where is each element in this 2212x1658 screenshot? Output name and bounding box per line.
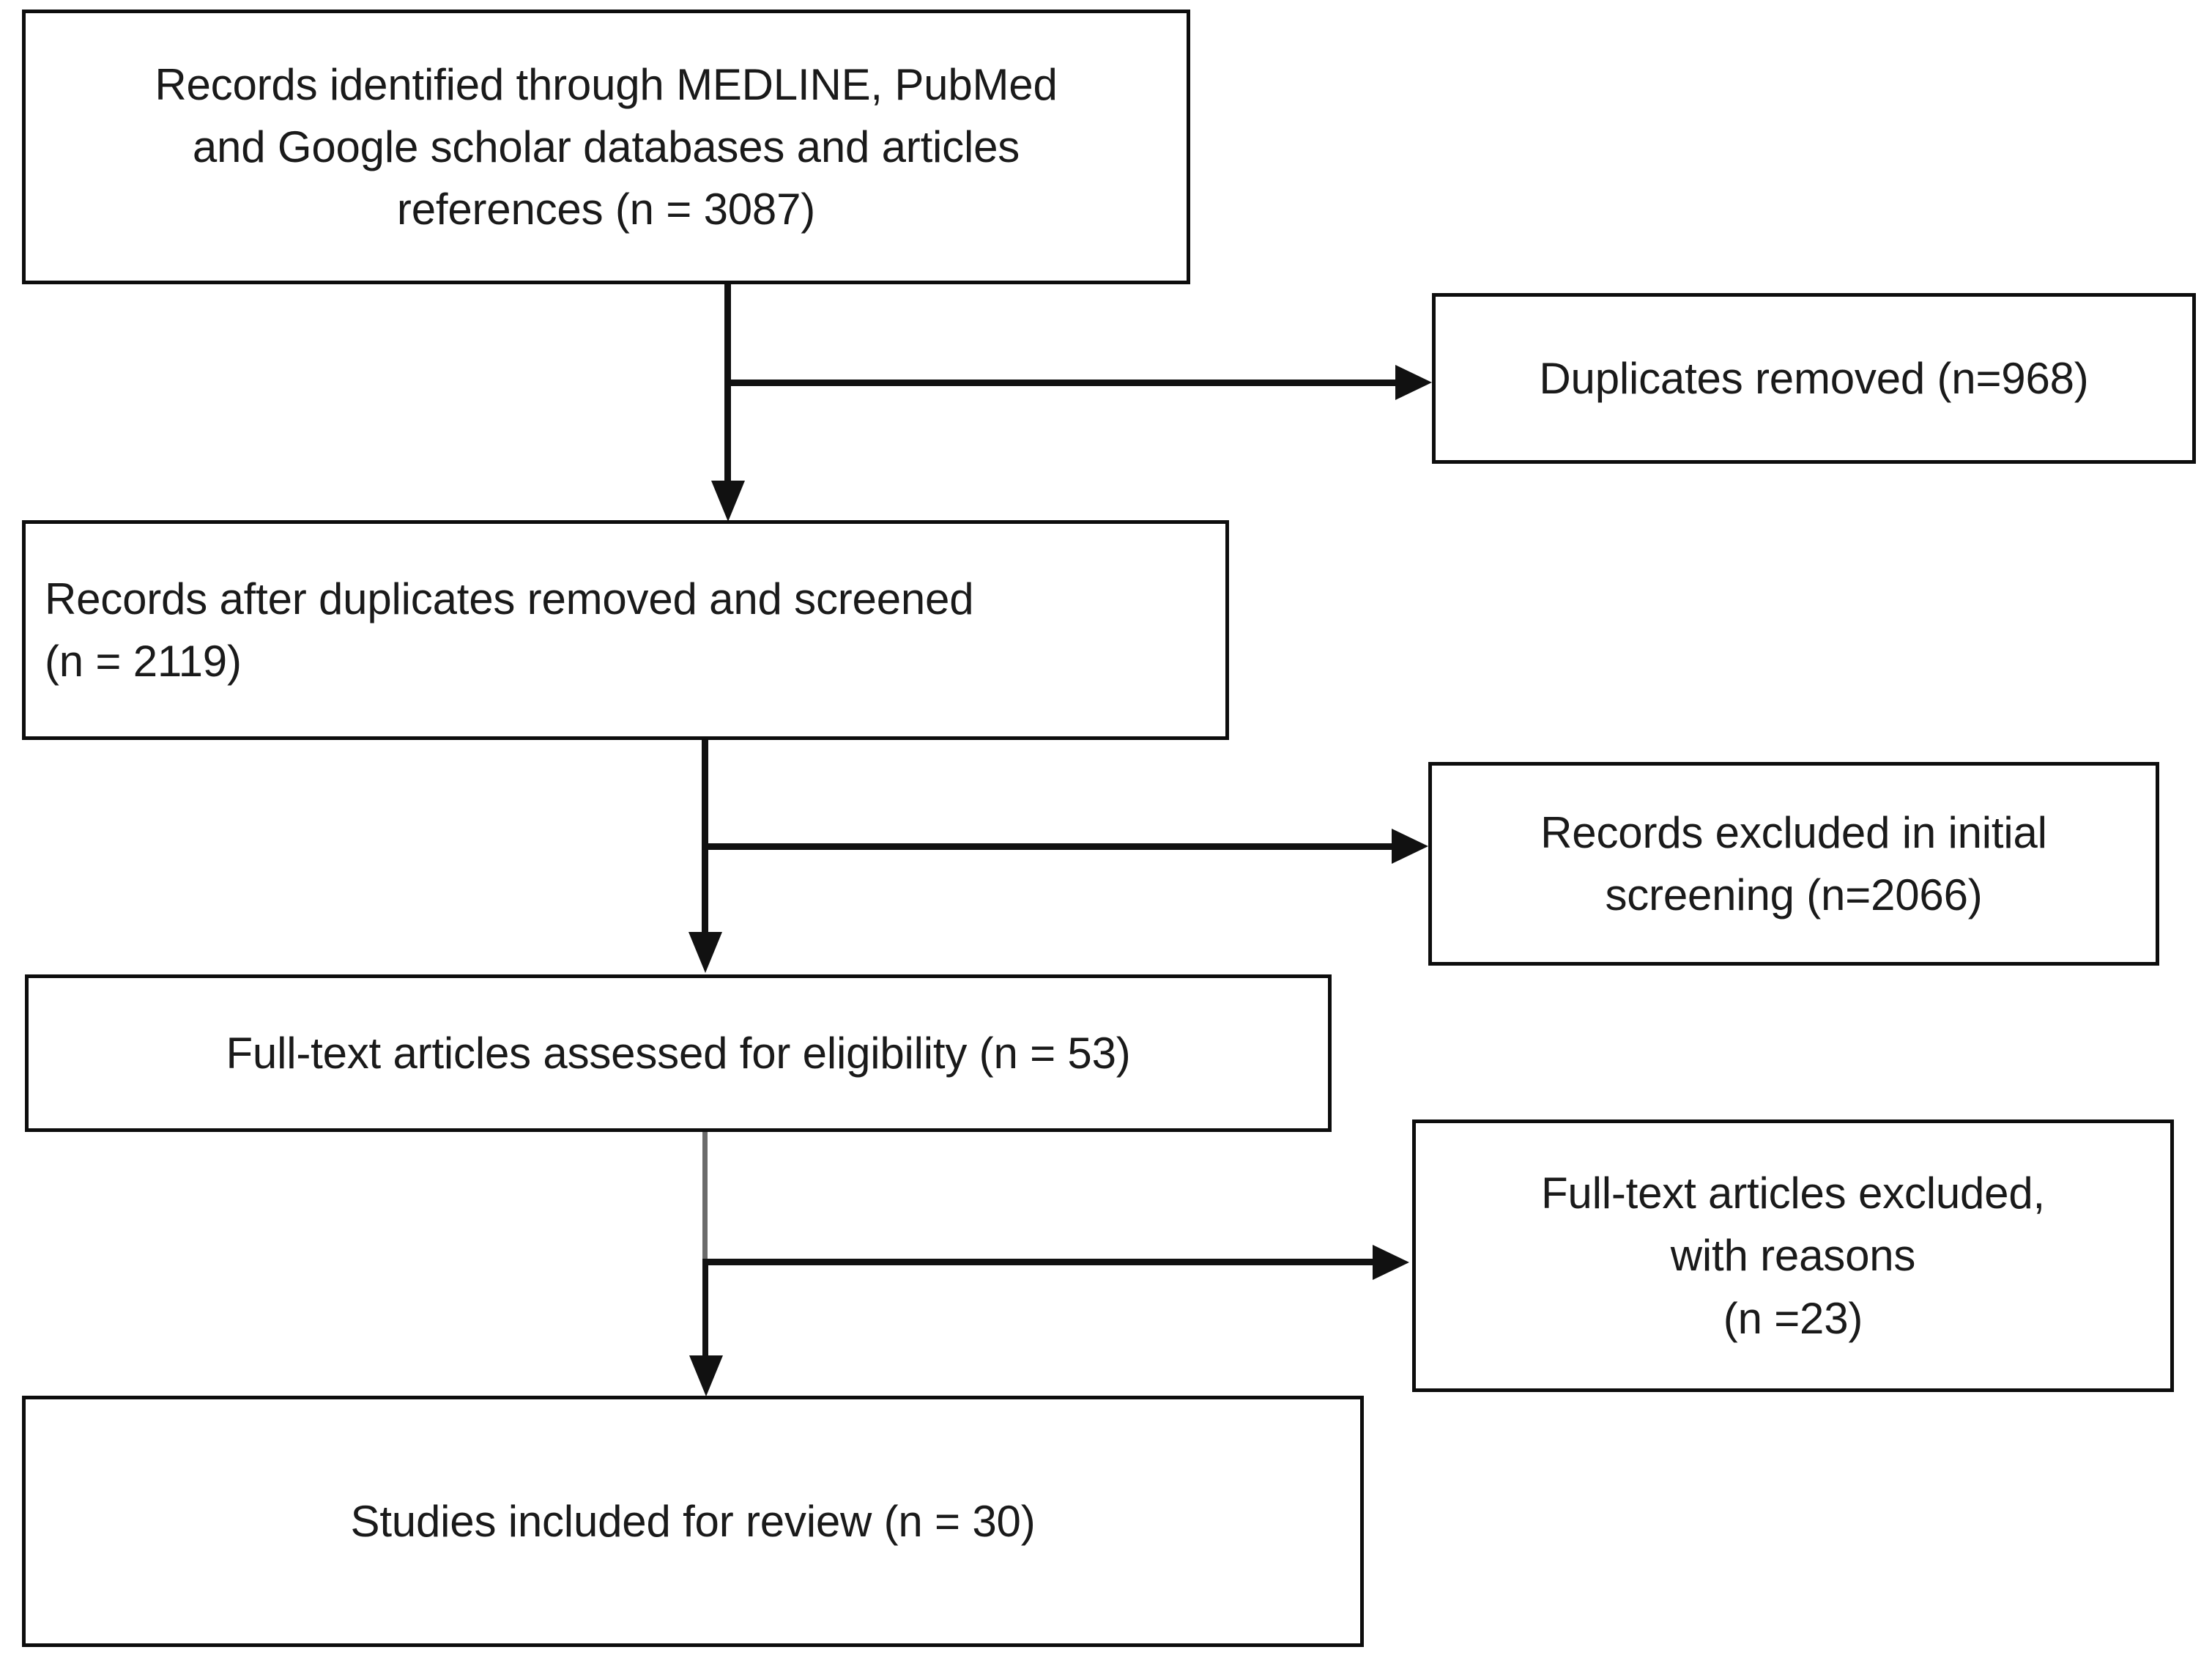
box-records-after-duplicates: Records after duplicates removed and scr… (22, 520, 1229, 740)
box-fulltext-articles-assessed: Full-text articles assessed for eligibil… (25, 974, 1332, 1132)
connector-screening-to-excluded-horizontal (702, 843, 1393, 850)
box-duplicates-removed-label: Duplicates removed (n=968) (1539, 353, 2089, 403)
arrowhead-eligibility-to-included (689, 1355, 723, 1396)
box-studies-included-for-review: Studies included for review (n = 30) (22, 1396, 1364, 1647)
box-records-excluded-initial-screening: Records excluded in initial screening (n… (1428, 762, 2159, 966)
box-studies-included-for-review-label: Studies included for review (n = 30) (350, 1496, 1036, 1546)
box-fulltext-articles-assessed-label: Full-text articles assessed for eligibil… (226, 1028, 1131, 1078)
connector-eligibility-to-included-vertical-upper (702, 1132, 708, 1262)
box-fulltext-articles-excluded-label: Full-text articles excluded, with reason… (1540, 1169, 2045, 1343)
connector-eligibility-to-included-vertical-lower (702, 1262, 708, 1373)
arrowhead-screening-to-eligibility (689, 932, 722, 973)
arrowhead-identification-to-duplicates (1395, 365, 1432, 400)
box-duplicates-removed: Duplicates removed (n=968) (1432, 293, 2196, 464)
box-records-excluded-initial-screening-label: Records excluded in initial screening (n… (1540, 807, 2047, 919)
arrowhead-eligibility-to-fulltext-excluded (1373, 1245, 1409, 1280)
connector-identification-to-duplicates-horizontal (724, 380, 1397, 386)
box-records-identified: Records identified through MEDLINE, PubM… (22, 10, 1190, 284)
box-fulltext-articles-excluded: Full-text articles excluded, with reason… (1412, 1119, 2174, 1392)
arrowhead-identification-to-screening (711, 481, 745, 522)
connector-identification-to-screening-vertical (724, 284, 731, 493)
connector-eligibility-to-fulltext-excluded-horizontal (702, 1259, 1374, 1265)
box-records-identified-label: Records identified through MEDLINE, PubM… (155, 59, 1058, 234)
box-records-after-duplicates-label: Records after duplicates removed and scr… (45, 574, 974, 686)
arrowhead-screening-to-excluded (1392, 829, 1428, 864)
